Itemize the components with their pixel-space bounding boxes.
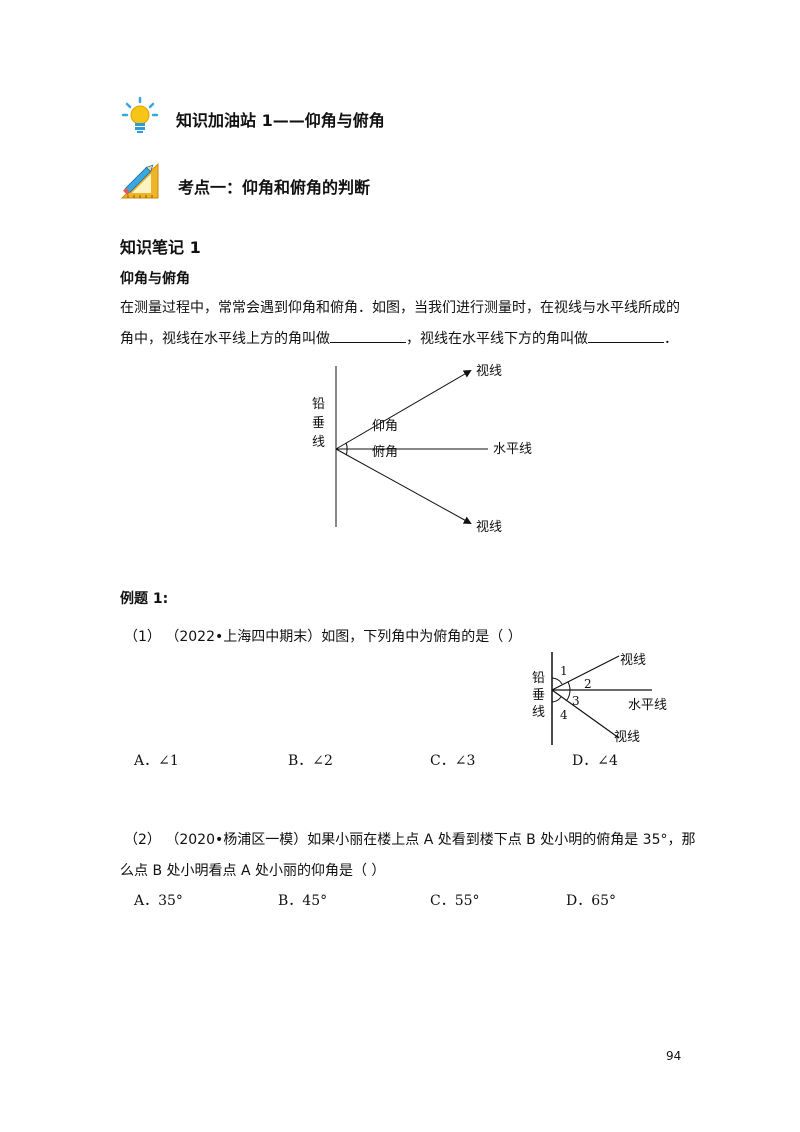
- angle-arc-1: [551, 677, 563, 685]
- upper-sight-line: [551, 655, 620, 691]
- lightbulb-icon: [120, 96, 160, 136]
- question-1: （1） （2022•上海四中期末）如图，下列角中为俯角的是（ ）: [124, 629, 522, 645]
- elevation-arc: [345, 442, 348, 450]
- paragraph-end: ．: [664, 331, 678, 347]
- answer-blank-2: [588, 330, 664, 343]
- vertical-label-1: 铅: [532, 671, 545, 686]
- vertical-label-2: 垂: [312, 416, 325, 431]
- question-2-line-2: 么点 B 处小明看点 A 处小丽的仰角是（ ）: [120, 863, 386, 879]
- q2-option-d: D．65°: [566, 893, 617, 909]
- paragraph-line-2: 角中，视线在水平线上方的角叫做 ，视线在水平线下方的角叫做 ．: [120, 328, 678, 348]
- angle-diagram: 铅 垂 线 仰角 俯角 视线 水平线 视线: [300, 360, 560, 540]
- example-title: 例题 1:: [120, 591, 169, 607]
- lower-sight-label: 视线: [476, 520, 502, 535]
- upper-sight-label: 视线: [476, 364, 502, 379]
- vertical-label-2: 垂: [532, 688, 545, 703]
- kaodian-title: 考点一：仰角和俯角的判断: [178, 178, 371, 197]
- depression-label: 俯角: [372, 444, 398, 460]
- elevation-label: 仰角: [372, 419, 398, 434]
- lower-sight-line: [551, 689, 620, 739]
- q2-option-b: B．45°: [278, 893, 328, 909]
- angle-arc-3: [566, 689, 571, 701]
- upper-sight-label: 视线: [620, 653, 646, 668]
- angle-arc-2: [567, 681, 571, 691]
- q2-option-a: A．35°: [134, 893, 183, 909]
- question-1-diagram: 铅 垂 线 1 2 3 4 视线 水平线 视线: [524, 648, 676, 748]
- vertical-label-3: 线: [312, 435, 325, 450]
- depression-arc: [345, 448, 348, 456]
- q1-option-c: C．∠3: [430, 753, 476, 769]
- note-title: 知识笔记 1: [120, 238, 201, 257]
- angle-label-1: 1: [560, 664, 568, 678]
- horizontal-label: 水平线: [493, 442, 532, 457]
- q2-option-c: C．55°: [430, 893, 480, 909]
- paragraph-text-b: ，视线在水平线下方的角叫做: [406, 331, 588, 347]
- angle-label-3: 3: [572, 694, 580, 708]
- vertical-label-1: 铅: [312, 397, 325, 412]
- station-title: 知识加油站 1——仰角与俯角: [176, 111, 385, 130]
- angle-label-2: 2: [584, 677, 592, 691]
- horizontal-label: 水平线: [628, 698, 667, 713]
- paragraph-text-a: 角中，视线在水平线上方的角叫做: [120, 331, 330, 347]
- subtitle: 仰角与俯角: [120, 271, 190, 287]
- angle-label-4: 4: [560, 708, 568, 722]
- lower-sight-line: [335, 448, 472, 524]
- answer-blank-1: [330, 330, 406, 343]
- lower-sight-label: 视线: [614, 730, 640, 745]
- vertical-label-3: 线: [532, 705, 545, 720]
- ruler-pencil-icon: [118, 160, 162, 200]
- angle-arc-4: [551, 696, 562, 703]
- q1-option-d: D．∠4: [572, 753, 618, 769]
- question-2-line-1: （2） （2020•杨浦区一模）如果小丽在楼上点 A 处看到楼下点 B 处小明的…: [124, 832, 696, 848]
- upper-sight-line: [335, 369, 472, 450]
- paragraph-line-1: 在测量过程中，常常会遇到仰角和俯角．如图，当我们进行测量时，在视线与水平线所成的: [120, 300, 680, 316]
- page-number: 94: [666, 1049, 682, 1063]
- q1-option-a: A．∠1: [134, 753, 179, 769]
- q1-option-b: B．∠2: [288, 753, 333, 769]
